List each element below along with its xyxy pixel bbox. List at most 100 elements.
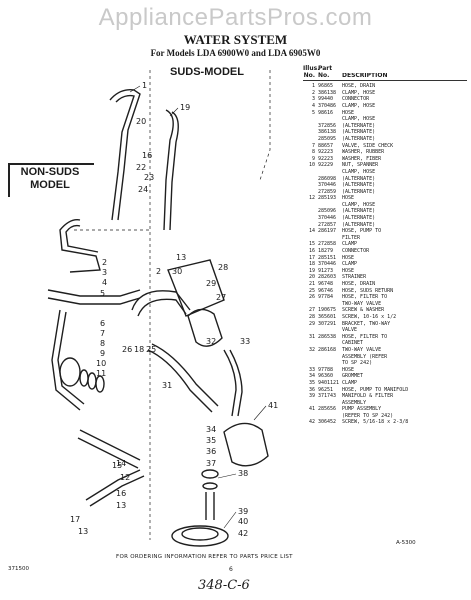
page-number: 6 (229, 566, 233, 573)
manifold-filter (171, 525, 229, 547)
row-description: (ALTERNATE) (342, 221, 376, 228)
row-illus-no: 27 (308, 307, 315, 314)
row-illus-no: 15 (308, 241, 315, 248)
row-illus-no: 26 (308, 294, 315, 301)
row-part-no: 286168 (318, 346, 337, 353)
parts-table-row: ASSEMBLY (REFER (303, 354, 467, 361)
row-description: (ALTERNATE) (342, 182, 376, 189)
dashed-ref-2 (259, 70, 271, 181)
row-description: (ALTERNATE) (342, 135, 376, 142)
pump-assembly (223, 422, 269, 467)
row-illus-no: 4 (311, 102, 315, 109)
row-description: (ALTERNATE) (342, 175, 376, 182)
row-illus-no: 25 (308, 287, 315, 294)
callout-38: 38 (238, 469, 248, 478)
parts-table-row: TWO-WAY VALVE (303, 301, 467, 308)
row-description: TWO-WAY VALVE (342, 346, 382, 353)
watermark: AppliancePartsPros.com (98, 4, 373, 31)
row-description: TO SP 242) (342, 360, 373, 367)
row-illus-no: 31 (308, 333, 315, 340)
row-part-no: 272857 (318, 221, 337, 228)
row-illus-no: 42 (308, 419, 315, 426)
hose-17 (85, 469, 141, 501)
hose-19-inner (169, 111, 179, 231)
spanner-nut (95, 375, 105, 393)
row-part-no: 96865 (318, 83, 334, 90)
parts-table-row: 370446(ALTERNATE) (303, 215, 467, 222)
row-illus-no (303, 235, 318, 242)
callout-16b: 16 (116, 489, 126, 498)
row-part-no: 372856 (318, 122, 337, 129)
row-description: HOSE, FILTER TO (342, 333, 388, 340)
row-part-no: 370486 (318, 102, 337, 109)
row-description: CLAMP, HOSE (342, 89, 376, 96)
callout-29: 29 (206, 279, 216, 288)
row-part-no (318, 413, 342, 420)
hose-12-inner (77, 437, 139, 469)
row-description: HOSE (342, 109, 355, 116)
two-way-valve (187, 308, 223, 347)
hose-12 (79, 429, 141, 461)
ordering-note: FOR ORDERING INFORMATION REFER TO PARTS … (116, 554, 293, 560)
row-illus-no: 28 (308, 313, 315, 320)
callout-31: 31 (162, 381, 172, 390)
row-part-no: 286538 (318, 333, 337, 340)
handwritten-note: 348-C-6 (198, 578, 250, 593)
callout-13c: 13 (78, 527, 88, 536)
check-valve (59, 357, 81, 387)
callout-14: 14 (116, 459, 126, 468)
row-illus-no: 14 (308, 228, 315, 235)
row-description: VALVE, SIDE CHECK (342, 142, 394, 149)
filter-hose (131, 290, 191, 311)
leader-39 (223, 511, 237, 529)
row-part-no: 285193 (318, 195, 337, 202)
row-part-no: 282603 (318, 274, 337, 281)
row-part-no (318, 116, 342, 123)
left-vertical-hose (51, 309, 81, 411)
row-description: STRAINER (342, 274, 367, 281)
row-illus-no (303, 202, 318, 209)
row-description: CONNECTOR (342, 248, 370, 255)
suds-return-hose (147, 349, 213, 413)
row-illus-no: 20 (308, 274, 315, 281)
row-description: BRACKET, TWO-WAY (342, 320, 391, 327)
row-description: (ALTERNATE) (342, 129, 376, 136)
callout-26: 26 (122, 345, 132, 354)
row-description: SCREW & WASHER (342, 307, 385, 314)
manifold-filter-inner (181, 527, 219, 541)
row-part-no: 365601 (318, 313, 337, 320)
row-illus-no: 12 (308, 195, 315, 202)
row-part-no (318, 327, 342, 334)
clamp-35 (202, 482, 218, 490)
parts-table-row: 272857 (ALTERNATE) (303, 222, 467, 229)
parts-table-row: 272859(ALTERNATE) (303, 189, 467, 196)
row-description: MANIFOLD & FILTER (342, 393, 394, 400)
parts-table-row: (REFER TO SP 242) (303, 413, 467, 420)
left-hose-upper-inner (47, 297, 141, 305)
callout-1: 1 (142, 81, 147, 90)
hose-33-inner (229, 349, 243, 417)
left-hose-upper (47, 289, 141, 297)
row-illus-no (303, 116, 318, 123)
row-illus-no: 35 (308, 379, 315, 386)
row-part-no: 285151 (318, 254, 337, 261)
washer-8 (79, 369, 89, 387)
row-description: CLAMP (342, 241, 358, 248)
parts-table-row: 285096(ALTERNATE) (303, 208, 467, 215)
row-description: CLAMP, HOSE (342, 116, 376, 123)
callout-34: 34 (206, 425, 216, 434)
row-part-no (318, 340, 342, 347)
